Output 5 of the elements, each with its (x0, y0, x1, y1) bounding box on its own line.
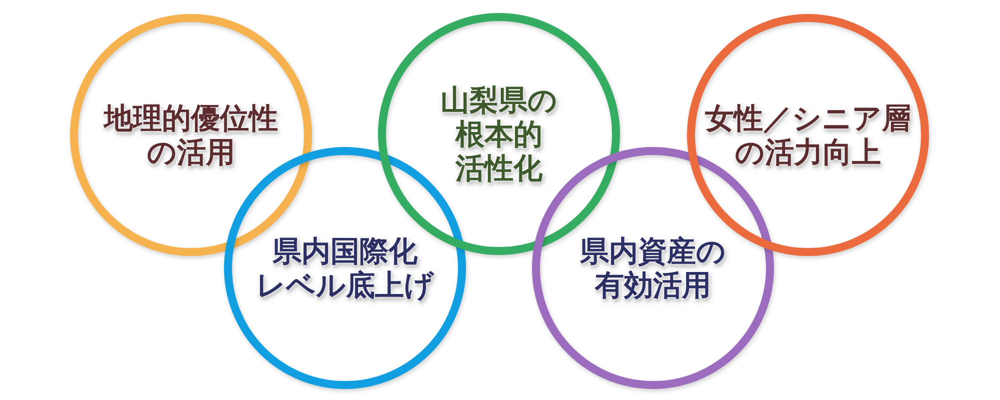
ring-label: 県内資産の有効活用 (580, 234, 726, 302)
ring-label: 山梨県の根本的活性化 (440, 83, 558, 185)
ring-label: 女性／シニア層の活力向上 (705, 101, 911, 169)
ring-label: 地理的優位性の活用 (104, 101, 278, 169)
ring-label: 県内国際化レベル底上げ (256, 234, 434, 302)
